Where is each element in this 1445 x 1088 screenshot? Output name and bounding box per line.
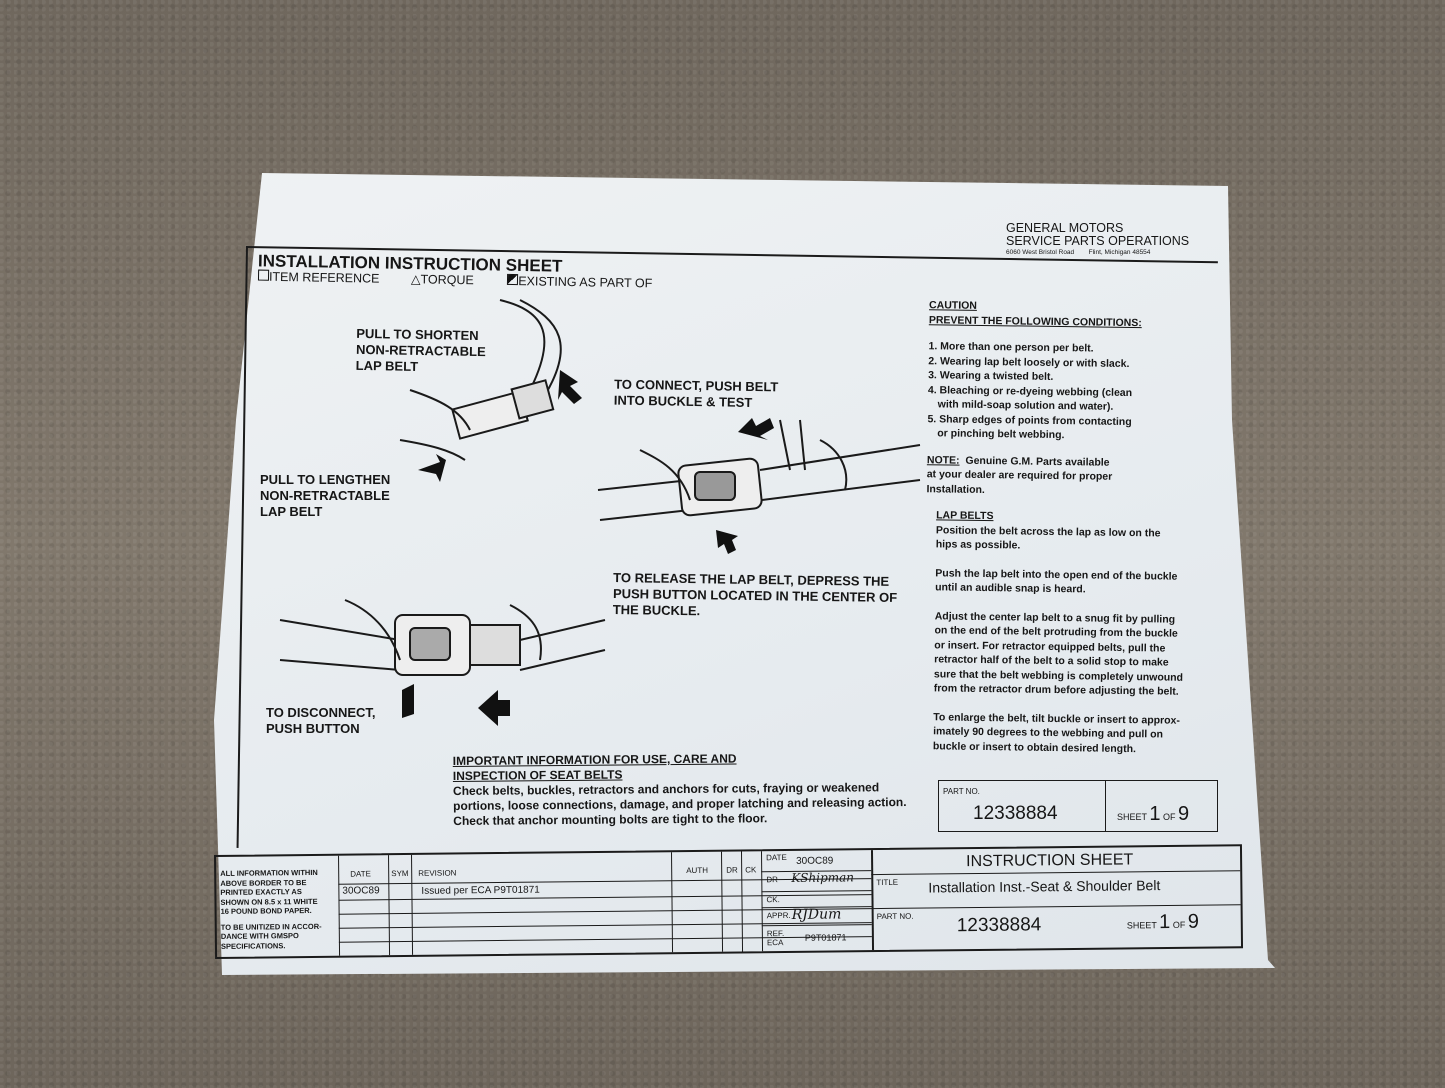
note-line: ALL INFORMATION WITHIN [220, 867, 318, 878]
release-illustration [279, 599, 606, 676]
note-line: Genuine G.M. Parts available [965, 454, 1110, 469]
drawing-title: Installation Inst.-Seat & Shoulder Belt [928, 877, 1161, 896]
company-city: Flint, Michigan 48554 [1088, 249, 1151, 256]
sheet-total: 9 [1178, 803, 1190, 825]
label-line: PUSH BUTTON [266, 721, 360, 736]
column-header-revision: REVISION [418, 868, 457, 878]
ck-label: CK. [766, 895, 780, 905]
company-address: 6060 West Bristol Road [1006, 249, 1075, 256]
title-block-notes: ALL INFORMATION WITHIN ABOVE BORDER TO B… [220, 868, 322, 951]
column-header-ck: CK [745, 865, 757, 875]
company-block: GENERAL MOTORS SERVICE PARTS OPERATIONS … [1006, 222, 1189, 257]
arrow-icon [478, 690, 510, 726]
arrow-icon [402, 684, 414, 718]
drawn-by-signature: KShipman [791, 870, 855, 885]
of-label: OF [1163, 812, 1176, 822]
part-box: PART NO. 12338884 SHEET 1 OF 9 [938, 780, 1218, 832]
arrow-icon [716, 530, 738, 554]
drawing-date: 30OC89 [796, 855, 834, 867]
dr-label: DR [766, 875, 778, 885]
column-header-date: DATE [350, 869, 372, 879]
note-line: ABOVE BORDER TO BE [220, 877, 307, 888]
of-label: OF [1172, 919, 1186, 930]
column-header-auth: AUTH [686, 865, 709, 876]
note-label: NOTE: [926, 453, 960, 467]
part-number: 12338884 [956, 914, 1042, 937]
sheet-total: 9 [1187, 910, 1200, 933]
sheet-number: 1 [1158, 910, 1171, 934]
ref-eca-label: REF. ECA [766, 929, 785, 948]
company-name: GENERAL MOTORS [1006, 221, 1124, 235]
arrow-icon [418, 454, 446, 482]
approved-by-signature: RJDum [791, 906, 842, 923]
arrow-icon [738, 418, 774, 440]
title-label: TITLE [876, 877, 899, 888]
note-line: SPECIFICATIONS. [220, 940, 286, 951]
important-info: IMPORTANT INFORMATION FOR USE, CARE AND … [453, 750, 907, 829]
revision-text: Issued per ECA P9T01871 [421, 884, 540, 897]
part-number: 12338884 [973, 803, 1058, 824]
ref-eca: P9T01871 [804, 932, 847, 943]
sheet-title: INSTRUCTION SHEET [966, 851, 1134, 871]
label-line: LAP BELT [260, 504, 323, 519]
part-no-label: PART NO. [876, 911, 914, 922]
note-line: 16 POUND BOND PAPER. [220, 905, 312, 916]
sheet-label: SHEET [1126, 920, 1157, 931]
label-line: NON-RETRACTABLE [260, 488, 390, 503]
title-block: ALL INFORMATION WITHIN ABOVE BORDER TO B… [214, 844, 1244, 959]
sheet-label: SHEET [1117, 812, 1147, 822]
sheet-number: 1 [1149, 803, 1161, 825]
shorten-lengthen-illustration [399, 299, 562, 461]
column-header-sym: SYM [391, 868, 409, 879]
column-header-dr: DR [726, 865, 738, 875]
appr-label: APPR. [766, 910, 791, 921]
label-line: PULL TO LENGTHEN [260, 472, 391, 487]
part-no-label: PART NO. [943, 787, 980, 796]
connect-illustration [597, 419, 921, 521]
company-division: SERVICE PARTS OPERATIONS [1006, 234, 1190, 248]
disconnect-label: TO DISCONNECT,PUSH BUTTON [266, 705, 376, 737]
arrow-icon [558, 370, 582, 404]
revision-date: 30OC89 [342, 885, 380, 897]
label-line: TO DISCONNECT, [266, 705, 376, 720]
caution-section: CAUTION PREVENT THE FOLLOWING CONDITIONS… [923, 298, 1188, 757]
date-label: DATE [766, 853, 787, 863]
note-line: TO BE UNITIZED IN ACCOR- [220, 921, 322, 932]
